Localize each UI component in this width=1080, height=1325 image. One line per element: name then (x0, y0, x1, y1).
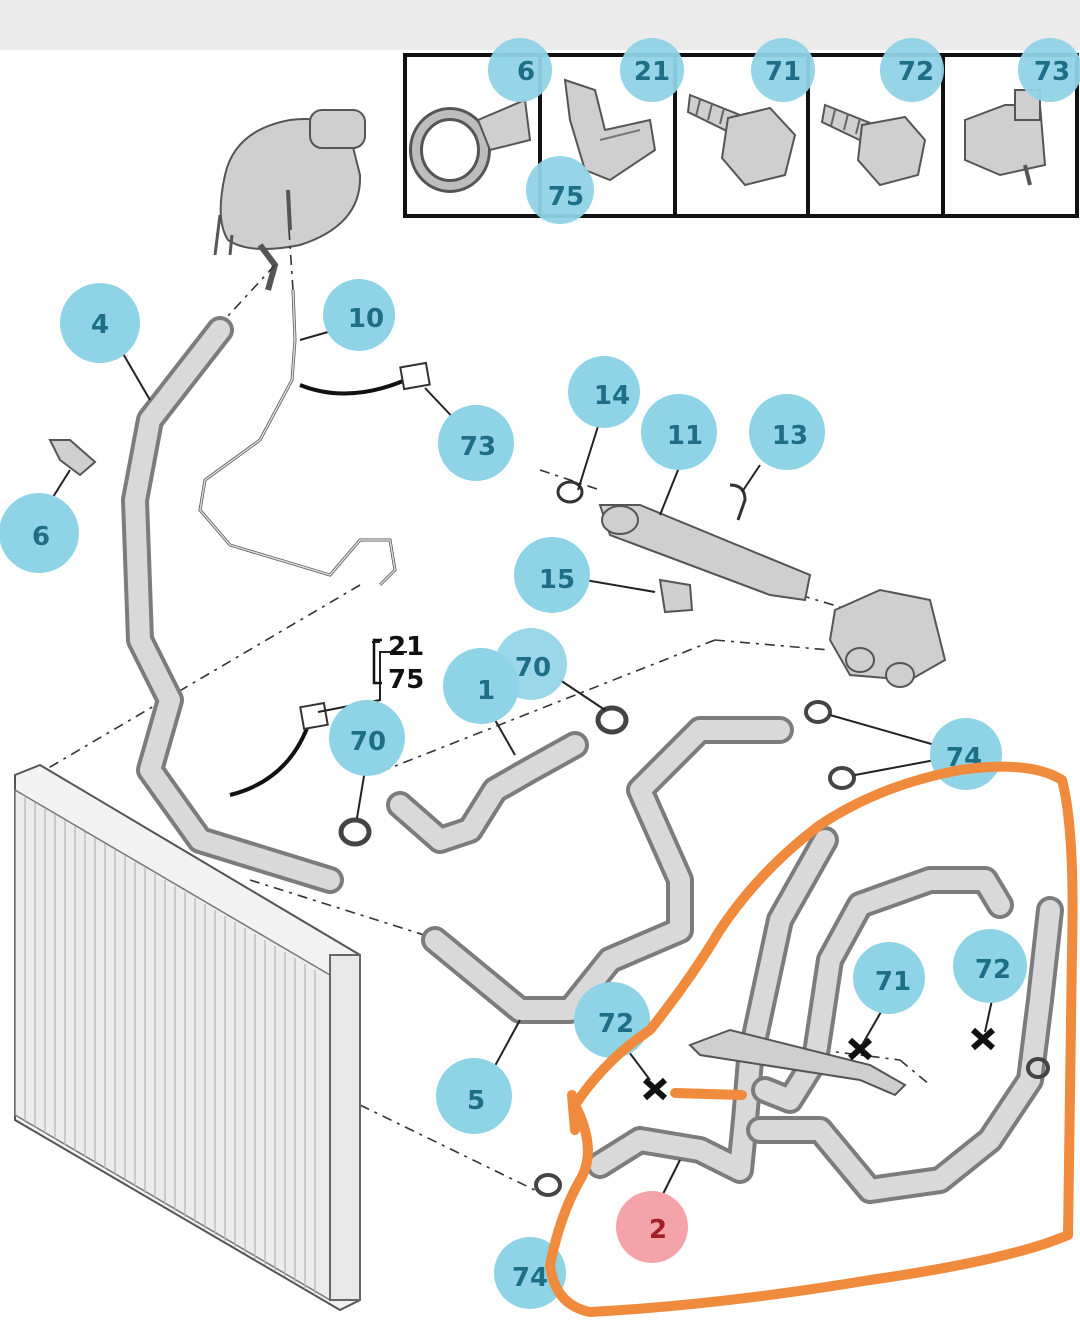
svg-text:5: 5 (467, 1086, 485, 1116)
callout-74-right: 74 (930, 718, 1002, 790)
svg-text:73: 73 (460, 432, 496, 462)
screw-marker-mid-icon (847, 1037, 873, 1061)
svg-text:71: 71 (875, 967, 911, 997)
screw-part-71-icon (686, 93, 797, 187)
svg-text:6: 6 (517, 57, 535, 87)
screw-part-72-icon (820, 103, 927, 187)
callout-6: 6 (0, 493, 79, 573)
svg-text:15: 15 (539, 565, 575, 595)
callout-5: 5 (436, 1058, 512, 1134)
svg-text:70: 70 (515, 653, 551, 683)
callout-13: 13 (749, 394, 825, 470)
svg-text:75: 75 (548, 182, 584, 212)
screw-marker-right-icon (970, 1027, 996, 1051)
svg-text:4: 4 (91, 310, 109, 340)
callout-73-box: 73 (1018, 38, 1080, 102)
callout-72-box: 72 (880, 38, 944, 102)
callout-11: 11 (641, 394, 717, 470)
svg-text:74: 74 (512, 1263, 548, 1293)
callout-71-box: 71 (751, 38, 815, 102)
svg-text:72: 72 (975, 955, 1011, 985)
svg-text:10: 10 (348, 304, 384, 334)
svg-text:73: 73 (1034, 57, 1070, 87)
svg-text:13: 13 (772, 421, 808, 451)
svg-text:11: 11 (667, 421, 703, 451)
screw-marker-left-icon (642, 1077, 668, 1101)
svg-text:70: 70 (350, 727, 386, 757)
svg-text:2: 2 (649, 1215, 667, 1245)
svg-text:6: 6 (32, 522, 50, 552)
svg-text:21: 21 (634, 57, 670, 87)
svg-text:14: 14 (594, 381, 630, 411)
svg-text:1: 1 (477, 676, 495, 706)
callout-4: 4 (60, 283, 140, 363)
callout-15: 15 (514, 537, 590, 613)
orange-freehand-outline (545, 761, 1078, 1317)
clip-part-21-icon (563, 78, 657, 182)
callout-70-left: 70 (329, 700, 405, 776)
callout-10: 10 (323, 279, 395, 351)
svg-text:21: 21 (388, 632, 424, 662)
clip-part-73-icon (964, 89, 1047, 186)
callout-2-highlighted: 2 (616, 1191, 688, 1263)
callout-70-top: 70 (495, 628, 567, 700)
callout-75-box: 75 (526, 156, 594, 224)
bracket-label-21-75: 21 75 (372, 632, 424, 695)
callout-21-box: 21 (620, 38, 684, 102)
water-outlet-housing-part (556, 480, 812, 614)
svg-text:72: 72 (898, 57, 934, 87)
svg-text:72: 72 (598, 1009, 634, 1039)
callout-71: 71 (853, 942, 925, 1014)
svg-text:75: 75 (388, 665, 424, 695)
clip-part-6-small (48, 439, 97, 477)
svg-text:71: 71 (765, 57, 801, 87)
expansion-tank (213, 109, 366, 291)
callout-14: 14 (568, 356, 640, 428)
radiator (14, 763, 361, 1312)
callout-72-right: 72 (953, 929, 1027, 1003)
callout-6-box: 6 (488, 38, 552, 102)
callout-72-mid: 72 (574, 982, 650, 1058)
thermostat-housing-part (828, 588, 947, 688)
clip-part-6-icon (409, 98, 532, 193)
callout-73: 73 (438, 405, 514, 481)
